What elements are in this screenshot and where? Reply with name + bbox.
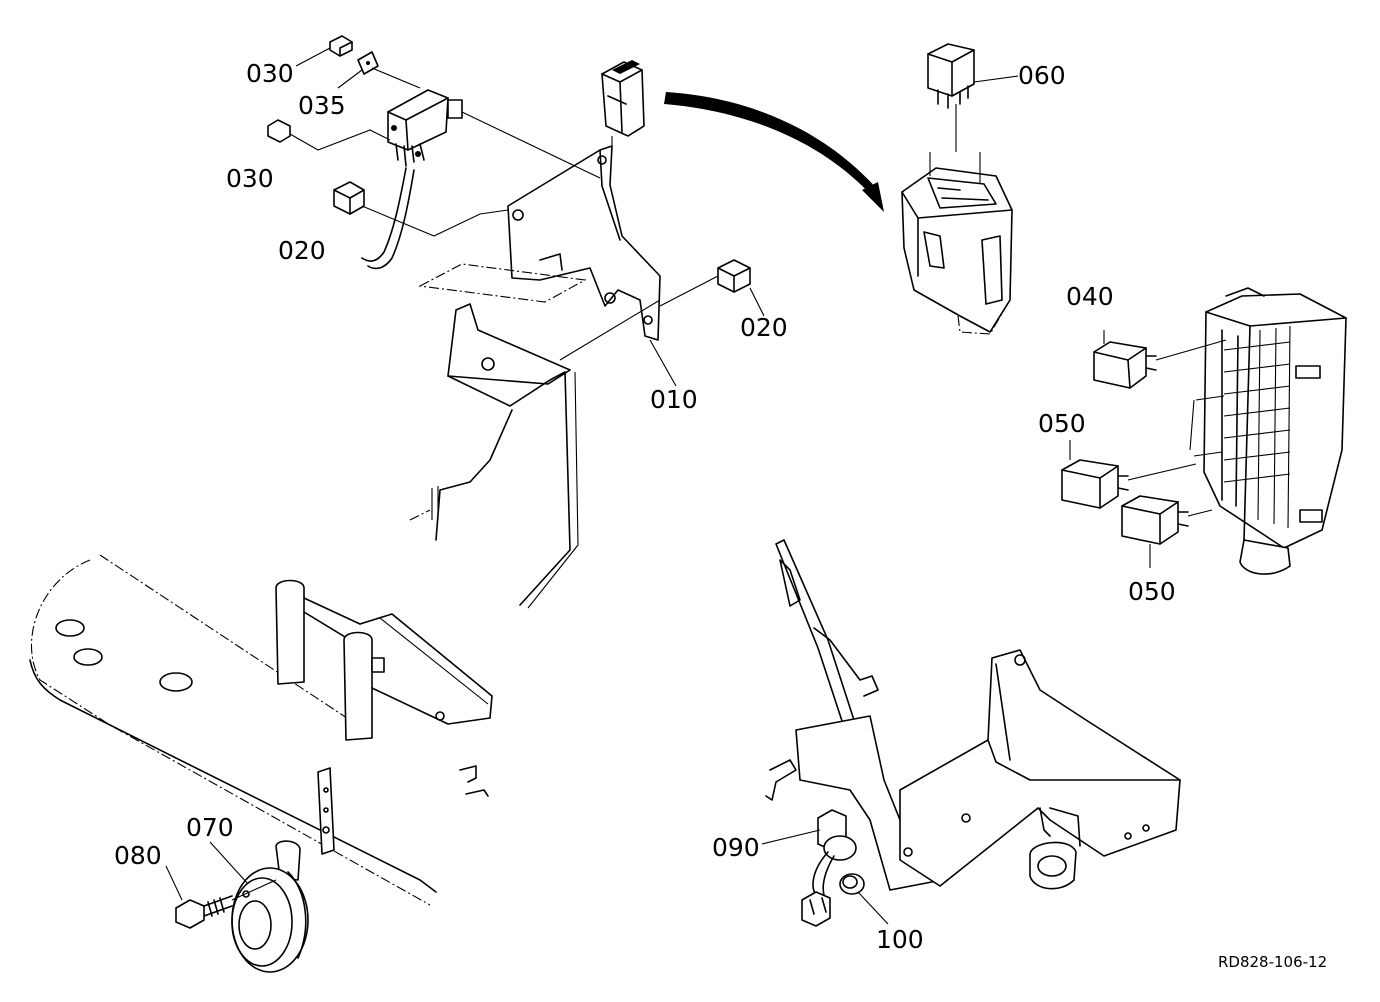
switch-090-icon bbox=[801, 809, 857, 927]
label-010: 010 bbox=[650, 385, 698, 414]
nut-020-right-icon bbox=[717, 259, 751, 293]
label-020-right: 020 bbox=[740, 313, 788, 342]
bolt-080-icon bbox=[175, 895, 233, 929]
main-bracket-assembly bbox=[361, 145, 661, 609]
label-070: 070 bbox=[186, 813, 234, 842]
relay-040-icon bbox=[1093, 330, 1227, 389]
cap-100-icon bbox=[839, 873, 865, 895]
leader-lines-top bbox=[289, 47, 765, 387]
switch-bracket bbox=[765, 539, 1181, 891]
label-035: 035 bbox=[298, 91, 346, 120]
leader-lines-switch bbox=[761, 829, 889, 925]
label-090: 090 bbox=[712, 833, 760, 862]
horn-bracket bbox=[317, 767, 335, 855]
detail-arrow-icon bbox=[664, 92, 884, 212]
label-100: 100 bbox=[876, 925, 924, 954]
nut-020-left-icon bbox=[333, 181, 365, 215]
bracket-connector bbox=[601, 60, 645, 137]
relay-050-upper-icon bbox=[1061, 440, 1197, 509]
leader-lines-horn bbox=[165, 841, 277, 901]
label-040: 040 bbox=[1066, 282, 1114, 311]
label-050-upper: 050 bbox=[1038, 409, 1086, 438]
relay-060-icon bbox=[927, 43, 1019, 152]
label-020-left: 020 bbox=[278, 236, 326, 265]
frame-plate bbox=[29, 554, 489, 906]
mounting-tabs bbox=[275, 579, 493, 741]
label-080: 080 bbox=[114, 841, 162, 870]
part-labels: 030 035 030 020 020 010 060 040 050 050 … bbox=[114, 59, 1327, 971]
fuse-holder bbox=[901, 152, 1013, 335]
flasher-unit bbox=[387, 89, 463, 167]
bolt-030-lower-icon bbox=[267, 119, 291, 143]
label-050-lower: 050 bbox=[1128, 577, 1176, 606]
relay-050-lower-icon bbox=[1121, 495, 1213, 568]
relay-holder bbox=[1189, 287, 1347, 575]
label-030-lower: 030 bbox=[226, 164, 274, 193]
label-060: 060 bbox=[1018, 61, 1066, 90]
horn-070-icon bbox=[231, 840, 309, 973]
reference-code: RD828-106-12 bbox=[1218, 953, 1327, 971]
bolt-030-top-icon bbox=[329, 35, 353, 57]
label-030-top: 030 bbox=[246, 59, 294, 88]
